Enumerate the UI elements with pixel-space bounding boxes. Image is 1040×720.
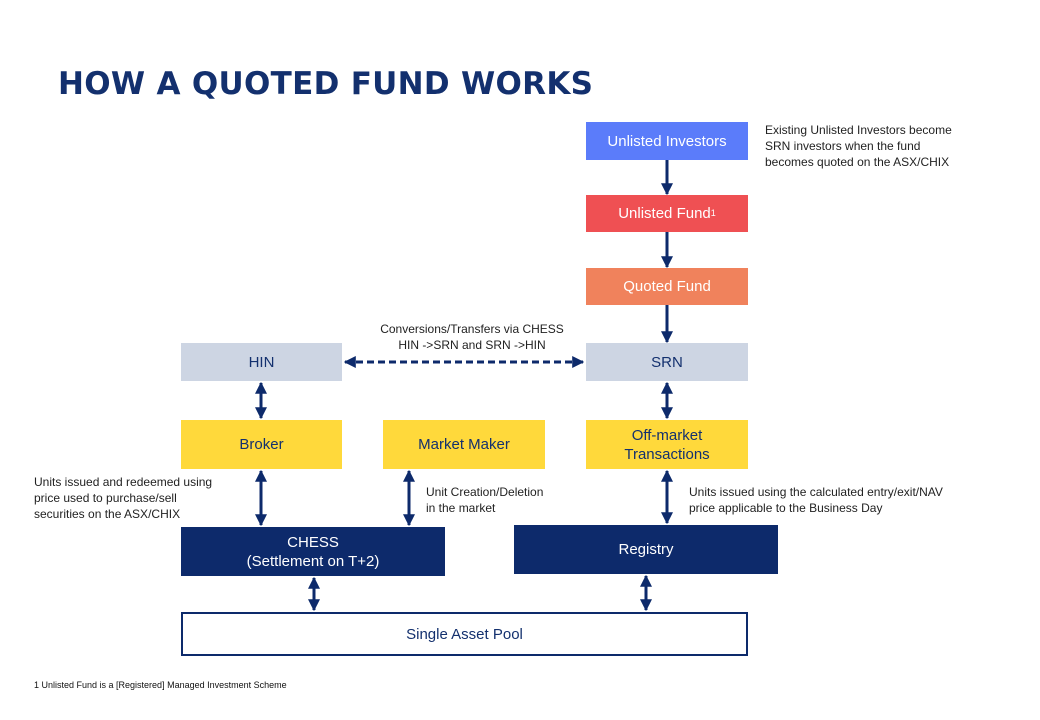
unlisted-investors-box: Unlisted Investors <box>586 122 748 160</box>
off-market-label-2: Transactions <box>624 445 710 463</box>
note-line: Units issued using the calculated entry/… <box>689 485 943 499</box>
note-line: Unit Creation/Deletion <box>426 485 544 499</box>
single-asset-pool-label: Single Asset Pool <box>406 625 523 643</box>
chess-box: CHESS(Settlement on T+2) <box>181 527 445 576</box>
note-line: price applicable to the Business Day <box>689 501 883 515</box>
unlisted-fund-label: Unlisted Fund <box>618 205 711 222</box>
registry-label: Registry <box>618 541 674 558</box>
quoted-fund-label: Quoted Fund <box>623 278 711 295</box>
note-line: becomes quoted on the ASX/CHIX <box>765 155 950 169</box>
note-conversions: Conversions/Transfers via CHESS HIN ->SR… <box>340 321 604 353</box>
srn-box: SRN <box>586 343 748 381</box>
note-line: HIN ->SRN and SRN ->HIN <box>398 338 546 352</box>
note-line: SRN investors when the fund <box>765 139 921 153</box>
note-line: Conversions/Transfers via CHESS <box>380 322 564 336</box>
note-line: Existing Unlisted Investors become <box>765 123 952 137</box>
quoted-fund-box: Quoted Fund <box>586 268 748 305</box>
hin-label: HIN <box>248 353 275 371</box>
single-asset-pool-box: Single Asset Pool <box>181 612 748 656</box>
market-maker-box: Market Maker <box>383 420 545 469</box>
srn-label: SRN <box>651 353 683 371</box>
note-units-registry: Units issued using the calculated entry/… <box>689 484 943 516</box>
hin-box: HIN <box>181 343 342 381</box>
note-unit-creation: Unit Creation/Deletion in the market <box>426 484 543 516</box>
note-existing-investors: Existing Unlisted Investors become SRN i… <box>765 122 952 170</box>
footnote: 1 Unlisted Fund is a [Registered] Manage… <box>34 680 287 690</box>
note-line: Units issued and redeemed using <box>34 475 213 489</box>
off-market-label-1: Off-market <box>631 426 703 444</box>
broker-box: Broker <box>181 420 342 469</box>
note-line: price used to purchase/sell <box>34 491 177 505</box>
unlisted-investors-label: Unlisted Investors <box>607 132 727 150</box>
registry-box: Registry <box>514 525 778 574</box>
page-title: HOW A QUOTED FUND WORKS <box>58 66 594 102</box>
chess-label-1: CHESS <box>287 533 339 551</box>
note-units-broker: Units issued and redeemed using price us… <box>34 474 212 522</box>
note-line: in the market <box>426 501 496 515</box>
note-line: securities on the ASX/CHIX <box>34 507 181 521</box>
footnote-marker: 1 <box>710 208 716 218</box>
market-maker-label: Market Maker <box>418 436 510 453</box>
broker-label: Broker <box>239 436 284 453</box>
chess-label-2: (Settlement on T+2) <box>246 552 380 570</box>
